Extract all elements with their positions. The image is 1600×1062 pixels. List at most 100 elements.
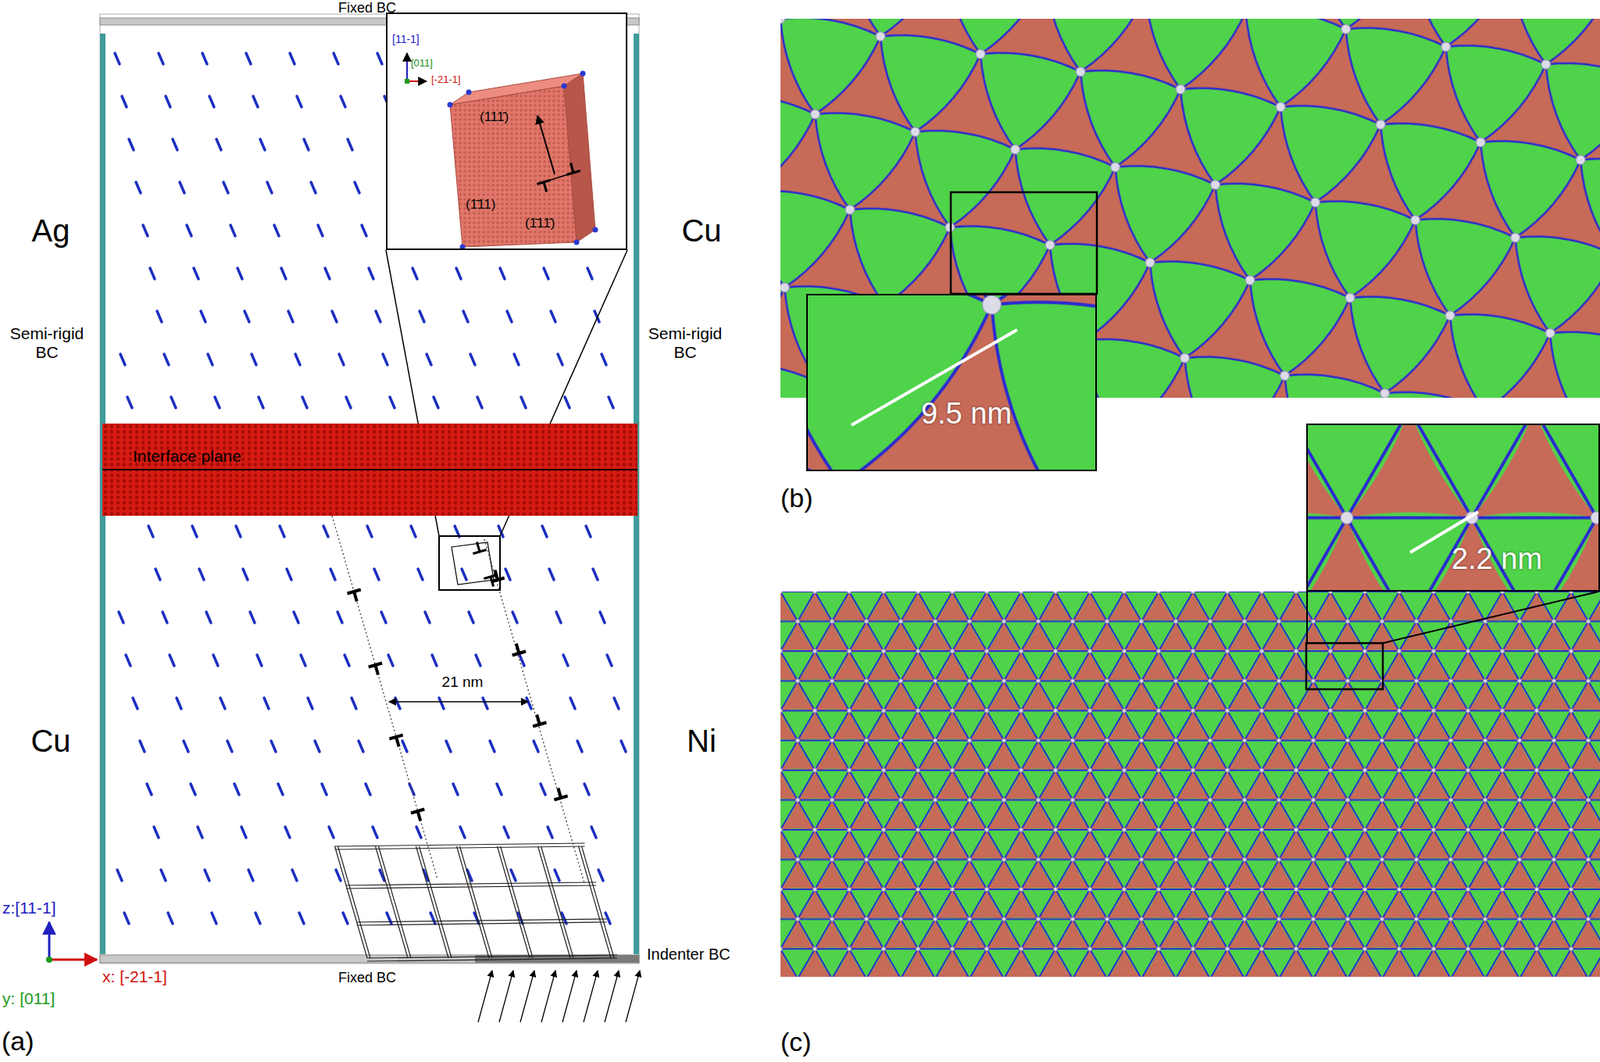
dislocation-dash bbox=[213, 654, 218, 666]
crystal-face bbox=[450, 73, 583, 105]
dislocation-dash bbox=[463, 310, 468, 322]
dislocation-dash bbox=[293, 611, 299, 623]
band-label-wrap: Interface plane bbox=[132, 446, 242, 466]
svg-path bbox=[551, 785, 568, 800]
dislocation-dash bbox=[288, 310, 293, 322]
dislocation-dash bbox=[372, 826, 378, 838]
dislocation-dash bbox=[365, 783, 371, 795]
inset-label: [011] bbox=[410, 57, 433, 70]
material-label-wrap: Ag bbox=[19, 212, 83, 249]
dislocation-dash bbox=[460, 826, 465, 838]
dislocation-dash bbox=[594, 310, 600, 322]
zoom-line bbox=[1306, 591, 1308, 643]
dislocation-dash bbox=[248, 869, 254, 881]
dislocation-dash bbox=[587, 267, 593, 279]
zoom-line bbox=[1382, 591, 1599, 643]
dislocation-dash bbox=[412, 267, 418, 279]
dislocation-dash bbox=[550, 310, 556, 322]
indenter-arrows bbox=[478, 970, 640, 1022]
dislocation-dash bbox=[197, 826, 203, 838]
boundary-label: Fixed BC bbox=[312, 969, 422, 986]
slip-trace bbox=[332, 515, 438, 879]
dislocation-dash bbox=[139, 740, 145, 752]
corner-dot bbox=[561, 83, 568, 90]
dislocation-dash bbox=[155, 568, 161, 580]
dislocation-dash bbox=[286, 568, 292, 580]
inset-label-wrap: [-21-1] bbox=[431, 74, 461, 86]
dislocation-dash bbox=[321, 783, 327, 795]
dislocation-dash bbox=[153, 826, 159, 838]
dislocation-dash bbox=[302, 396, 308, 408]
zoomed-network bbox=[807, 295, 1097, 472]
dislocation-dash bbox=[344, 654, 350, 666]
inset-label-wrap: (1̄11̄) bbox=[525, 215, 555, 232]
dislocation-dash bbox=[183, 740, 189, 752]
dislocation-dash bbox=[230, 225, 236, 236]
svg-path bbox=[389, 735, 406, 749]
dislocation-dash bbox=[255, 912, 261, 924]
dislocation-dash bbox=[127, 396, 133, 408]
dislocation-dash bbox=[271, 740, 276, 752]
material-label: Ni bbox=[670, 722, 733, 759]
dislocation-dash bbox=[564, 396, 570, 408]
dislocation-dash bbox=[209, 96, 215, 108]
svg-rect bbox=[807, 295, 1097, 472]
mesh-line bbox=[419, 846, 452, 958]
dislocation-dash bbox=[278, 783, 283, 795]
dislocation-dash bbox=[114, 53, 120, 65]
dislocation-dash bbox=[477, 396, 483, 408]
dislocation-symbol bbox=[564, 160, 581, 175]
dislocation-dash bbox=[419, 310, 425, 322]
inset-label: (1̄11̄) bbox=[525, 215, 555, 232]
dislocation-dash bbox=[503, 826, 509, 838]
mesh-line bbox=[335, 842, 586, 847]
dislocation-dash bbox=[482, 697, 488, 709]
dislocation-dash bbox=[179, 182, 185, 193]
dislocation-dash bbox=[367, 525, 372, 537]
dislocation-symbol bbox=[483, 575, 500, 589]
inset-label-wrap: (1̄11) bbox=[465, 196, 496, 213]
dislocation-symbol bbox=[346, 589, 364, 604]
dislocation-dash bbox=[374, 568, 379, 580]
measure-label: 2.2 nm bbox=[1379, 542, 1600, 577]
dislocation-dash bbox=[274, 225, 279, 236]
mesh-line bbox=[335, 846, 368, 958]
corner-dot bbox=[447, 102, 454, 108]
material-label-wrap: Cu bbox=[19, 722, 83, 759]
dislocation-dash bbox=[176, 697, 182, 709]
dislocation-dash bbox=[128, 139, 134, 150]
dislocation-dash bbox=[454, 525, 460, 537]
dislocation-dash bbox=[162, 611, 168, 623]
dislocation-dash bbox=[148, 525, 154, 537]
dislocation-dash bbox=[267, 182, 272, 193]
indenter-arrow bbox=[499, 970, 514, 1022]
dislocation-dash bbox=[514, 353, 519, 365]
dislocation-dash bbox=[281, 267, 286, 279]
dislocation-dash bbox=[165, 96, 171, 108]
axis-label: z:[11-1] bbox=[2, 898, 104, 918]
dislocation-dash bbox=[146, 783, 152, 795]
inset-label-wrap: [011] bbox=[410, 57, 433, 70]
dislocation-symbol bbox=[529, 712, 547, 726]
dislocation-dash bbox=[592, 568, 598, 580]
dislocation-dash bbox=[416, 826, 422, 838]
mesh-line bbox=[578, 846, 611, 958]
dislocation-dash bbox=[547, 826, 553, 838]
dislocation-dash bbox=[279, 525, 285, 537]
panel-label-wrap: (c) bbox=[780, 1026, 836, 1058]
mesh-line bbox=[460, 846, 493, 958]
dislocation-dash bbox=[342, 912, 348, 924]
material-label: Cu bbox=[19, 722, 83, 759]
dislocation-dash bbox=[250, 611, 255, 623]
measure-label: 9.5 nm bbox=[849, 396, 1084, 432]
dislocation-loop bbox=[451, 542, 494, 585]
axis-z bbox=[406, 53, 408, 82]
dislocation-dash bbox=[584, 783, 590, 795]
dislocation-dash bbox=[543, 267, 549, 279]
inset-box: [11-1][011][-21-1](111̄)(1̄11)(1̄11̄) bbox=[385, 12, 628, 250]
dislocation-dash bbox=[132, 697, 138, 709]
dislocation-dash bbox=[190, 783, 196, 795]
mesh-line bbox=[378, 846, 411, 958]
mesh-line bbox=[375, 846, 408, 958]
panel-label: (b) bbox=[780, 482, 836, 514]
